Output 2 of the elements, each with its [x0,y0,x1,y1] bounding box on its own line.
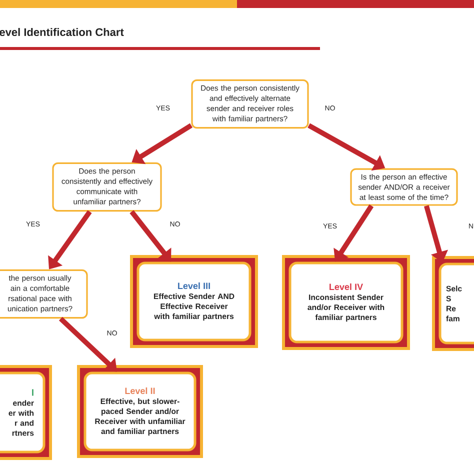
arrow [58,316,117,372]
title: evel Identification Chart [0,28,124,36]
